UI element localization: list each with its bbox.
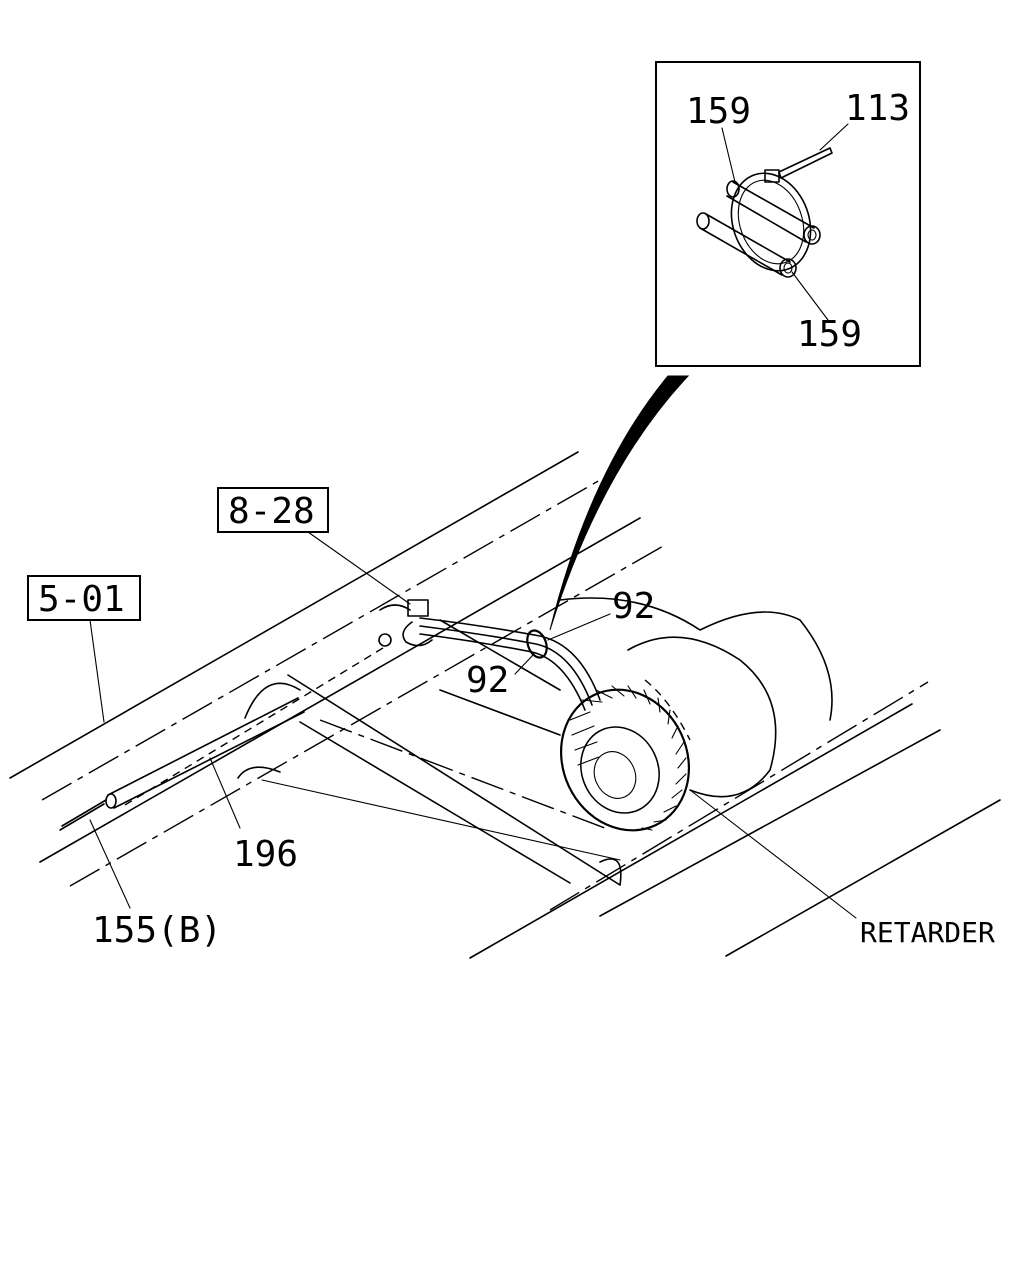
retarder-assembly <box>559 597 833 832</box>
pipe-196 <box>59 697 305 831</box>
clamp-ring-inner <box>737 179 805 265</box>
leader-159-top <box>721 127 736 183</box>
retarder-body <box>559 688 691 832</box>
label-retarder: RETARDER <box>860 916 995 949</box>
retarder-fins <box>569 685 687 831</box>
leader-8-28 <box>307 531 411 605</box>
label-92-upper: 92 <box>612 586 655 627</box>
detail-callout-wedge <box>549 375 690 631</box>
clamp-92 <box>526 629 548 659</box>
leader-159-bottom <box>791 271 829 321</box>
ref-box-5-01[interactable]: 5-01 <box>27 575 141 621</box>
retarder-hub <box>580 726 660 814</box>
leader-92-upper <box>547 613 611 641</box>
chassis-frame <box>9 451 1001 959</box>
detail-inset: 159 113 159 <box>655 61 921 367</box>
label-155b: 155(B) <box>92 910 222 951</box>
tie-strap-113 <box>778 147 833 179</box>
leader-retarder <box>689 789 857 919</box>
leader-92-lower <box>514 653 535 675</box>
label-196: 196 <box>233 834 298 875</box>
label-159-bottom: 159 <box>797 314 862 355</box>
ref-box-8-28-label: 8-28 <box>228 491 315 532</box>
upper-pipe <box>726 181 815 243</box>
label-113: 113 <box>845 88 910 129</box>
connector-8-28 <box>407 599 429 617</box>
wire-harness <box>119 599 601 809</box>
ref-box-5-01-label: 5-01 <box>38 579 125 620</box>
leader-196 <box>209 757 241 829</box>
label-159-top: 159 <box>686 91 751 132</box>
leader-113 <box>819 123 849 151</box>
lower-pipe <box>699 213 791 276</box>
ref-box-8-28[interactable]: 8-28 <box>217 487 329 533</box>
leader-5-01 <box>89 619 105 723</box>
clamp-ring <box>730 172 812 272</box>
label-92-lower: 92 <box>466 660 509 701</box>
leader-155b <box>89 819 131 909</box>
clamp-tab <box>764 169 780 183</box>
